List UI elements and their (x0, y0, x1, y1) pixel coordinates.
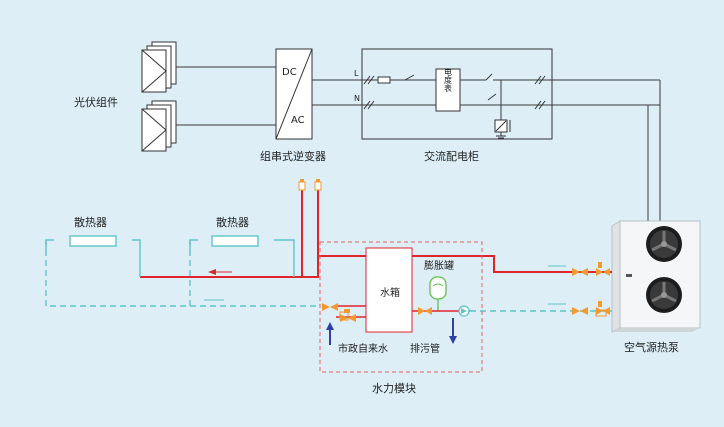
ac-cabinet-label: 交流配电柜 (424, 149, 479, 163)
water-tank-label: 水箱 (380, 286, 400, 299)
filter-icon (339, 309, 607, 321)
pv-modules-label: 光伏组件 (74, 95, 118, 109)
expansion-tank-icon (429, 276, 447, 311)
valve-icon (322, 262, 610, 322)
ac-cabinet: L N 电度表 (354, 48, 660, 163)
line-l-label: L (354, 69, 359, 78)
meter-box (435, 68, 461, 112)
drain-pipe-label: 排污管 (410, 342, 440, 355)
heat-pump: 空气源热泵 (611, 220, 701, 354)
radiator-1: 散热器 (45, 215, 141, 277)
dc-wires (176, 66, 276, 126)
radiator-2-label: 散热器 (216, 215, 249, 229)
ground-icon (494, 119, 511, 139)
hot-water-pipe (140, 190, 612, 278)
fan-icon (646, 226, 682, 262)
municipal-water-label: 市政自来水 (338, 342, 388, 355)
inverter: DC AC 组串式逆变器 (260, 48, 326, 163)
municipal-water-line: 市政自来水 (326, 322, 388, 355)
air-vent-valves (298, 179, 322, 191)
fuse-icon (377, 76, 391, 84)
pv-panel-icon (141, 41, 177, 93)
inverter-dc-label: DC (282, 67, 297, 78)
radiator-2: 散热器 (189, 215, 295, 277)
pv-panel-icon (141, 100, 177, 152)
inverter-ac-label: AC (291, 115, 305, 126)
inverter-label: 组串式逆变器 (260, 149, 326, 163)
ac-wires (312, 79, 436, 106)
heat-pump-power-wires (647, 80, 661, 222)
fan-icon (646, 277, 682, 313)
meter-label: 电度表 (444, 67, 453, 93)
pv-modules: 光伏组件 (74, 41, 177, 152)
drain-line: 排污管 (410, 318, 457, 355)
heat-pump-label: 空气源热泵 (624, 340, 679, 354)
hydraulic-module: 水力模块 水箱 膨胀罐 市政自来水 (319, 241, 483, 395)
hydraulic-module-label: 水力模块 (372, 382, 416, 395)
radiator-1-label: 散热器 (74, 215, 107, 229)
water-tank (365, 247, 413, 333)
pump-icon (458, 305, 470, 317)
return-water-pipe (45, 240, 612, 312)
expansion-tank-label: 膨胀罐 (424, 259, 454, 272)
line-n-label: N (354, 94, 360, 103)
